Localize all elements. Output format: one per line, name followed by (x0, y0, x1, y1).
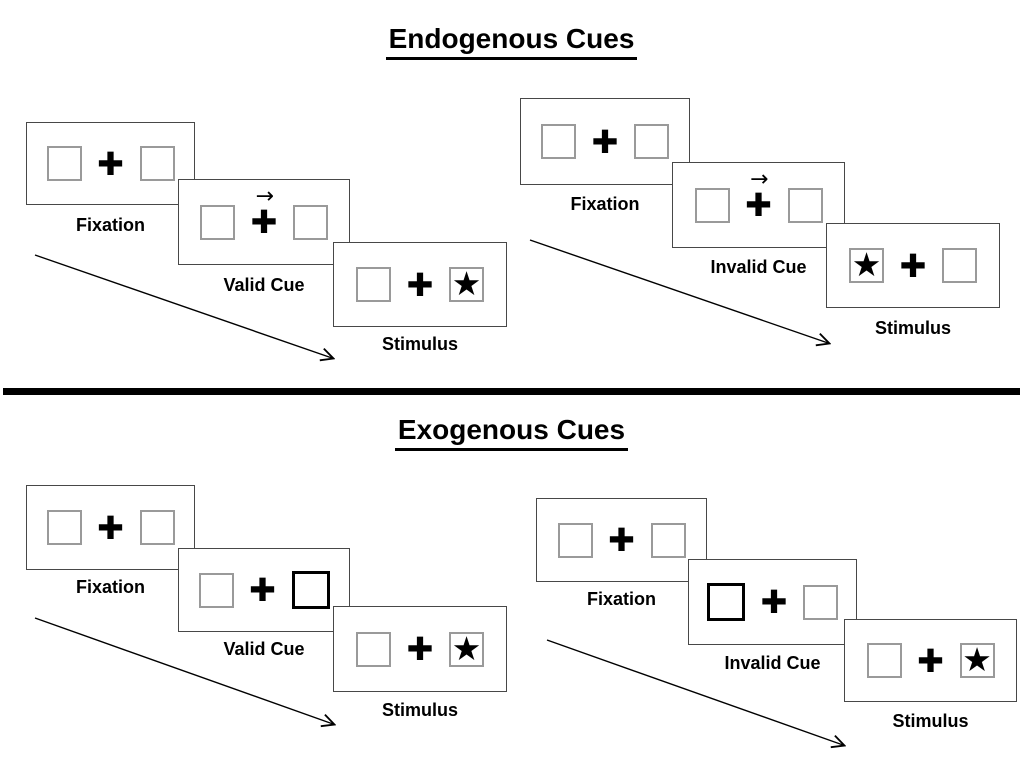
panel-label: Invalid Cue (710, 257, 807, 277)
left-box: ★ (849, 248, 884, 283)
fixation-cross-icon: ✚ (760, 583, 788, 621)
panel-label: Fixation (570, 194, 640, 214)
left-box (557, 522, 593, 558)
left-box (356, 267, 391, 302)
panel-label: Fixation (75, 215, 145, 235)
invalid-cue-panel: ✚ (688, 559, 857, 645)
stimulus-panel: ★ ✚ (826, 223, 1000, 308)
fixation-cross-icon: ✚ (917, 641, 944, 680)
fixation-cross-icon: ✚ (591, 122, 619, 161)
panel-label: Stimulus (381, 334, 458, 354)
timeline-arrow (34, 254, 332, 358)
section-title-exogenous: Exogenous Cues (0, 414, 1023, 451)
left-box-cue-highlight (707, 583, 745, 621)
panel-content: ✚ (46, 144, 175, 183)
left-box (198, 572, 234, 608)
valid-cue-panel: → ✚ (178, 179, 350, 265)
section-divider (3, 388, 1020, 395)
fixation-cross-icon: ✚ (249, 571, 276, 609)
fixation-panel: ✚ (26, 485, 195, 570)
panel-content: ✚ ★ (356, 628, 484, 668)
panel-content: ✚ (541, 124, 669, 159)
section-title-endogenous: Endogenous Cues (0, 23, 1023, 60)
panel-content: ★ ✚ (849, 248, 977, 283)
fixation-cross-icon: ✚ (406, 265, 434, 304)
right-box: ★ (959, 640, 995, 679)
panel-content: ✚ (46, 508, 175, 547)
right-box (293, 204, 328, 240)
fixation-cross-icon: ✚ (97, 508, 124, 547)
panel-label: Invalid Cue (724, 653, 821, 673)
fixation-panel: ✚ (520, 98, 690, 185)
panel-label: Stimulus (381, 700, 458, 720)
left-box (541, 124, 576, 159)
left-box (694, 187, 730, 223)
left-box (200, 204, 235, 240)
section-title-text: Endogenous Cues (385, 23, 638, 60)
star-icon: ★ (962, 640, 992, 679)
valid-cue-panel: ✚ (178, 548, 350, 632)
timeline-arrow (34, 617, 333, 724)
panel-content: ✚ (557, 521, 686, 559)
right-box: ★ (449, 267, 484, 302)
panel-content: → ✚ (200, 186, 328, 241)
right-box (787, 187, 823, 223)
right-box: ★ (449, 628, 484, 668)
panel-label: Valid Cue (223, 639, 305, 659)
right-box (650, 522, 686, 558)
right-box (634, 124, 669, 159)
right-box (942, 248, 977, 283)
cue-arrow-icon: → (750, 167, 769, 192)
panel-label: Fixation (75, 577, 145, 597)
fixation-cross-icon: ✚ (899, 246, 927, 285)
star-icon: ★ (451, 628, 482, 668)
panel-content: ✚ (198, 571, 330, 609)
right-box (803, 584, 838, 620)
panel-content: ✚ (707, 583, 838, 621)
fixation-panel: ✚ (26, 122, 195, 205)
panel-content: ✚ ★ (866, 640, 995, 680)
panel-label: Stimulus (874, 318, 951, 338)
timeline-arrow (529, 239, 828, 343)
panel-content: → ✚ (694, 169, 823, 224)
stimulus-panel: ✚ ★ (333, 242, 507, 327)
section-title-text: Exogenous Cues (394, 414, 629, 451)
panel-content: ✚ ★ (356, 267, 484, 302)
fixation-cross-icon: ✚ (608, 521, 635, 559)
left-box (46, 510, 82, 545)
right-box-cue-highlight (291, 571, 330, 609)
panel-label: Stimulus (892, 711, 969, 731)
invalid-cue-panel: → ✚ (672, 162, 845, 248)
stimulus-panel: ✚ ★ (844, 619, 1017, 702)
fixation-cross-icon: ✚ (745, 186, 772, 224)
star-icon: ★ (451, 264, 482, 303)
right-box (139, 146, 175, 181)
fixation-panel: ✚ (536, 498, 707, 582)
stimulus-panel: ✚ ★ (333, 606, 507, 692)
left-box (356, 631, 391, 667)
left-box (866, 643, 902, 678)
left-box (46, 146, 82, 181)
fixation-cross-icon: ✚ (406, 630, 434, 668)
fixation-cross-icon: ✚ (97, 144, 124, 183)
panel-label: Valid Cue (223, 275, 305, 295)
cue-arrow-icon: → (255, 184, 274, 209)
star-icon: ★ (851, 245, 882, 284)
right-box (139, 510, 175, 545)
fixation-cross-icon: ✚ (250, 203, 278, 241)
panel-label: Fixation (586, 589, 656, 609)
